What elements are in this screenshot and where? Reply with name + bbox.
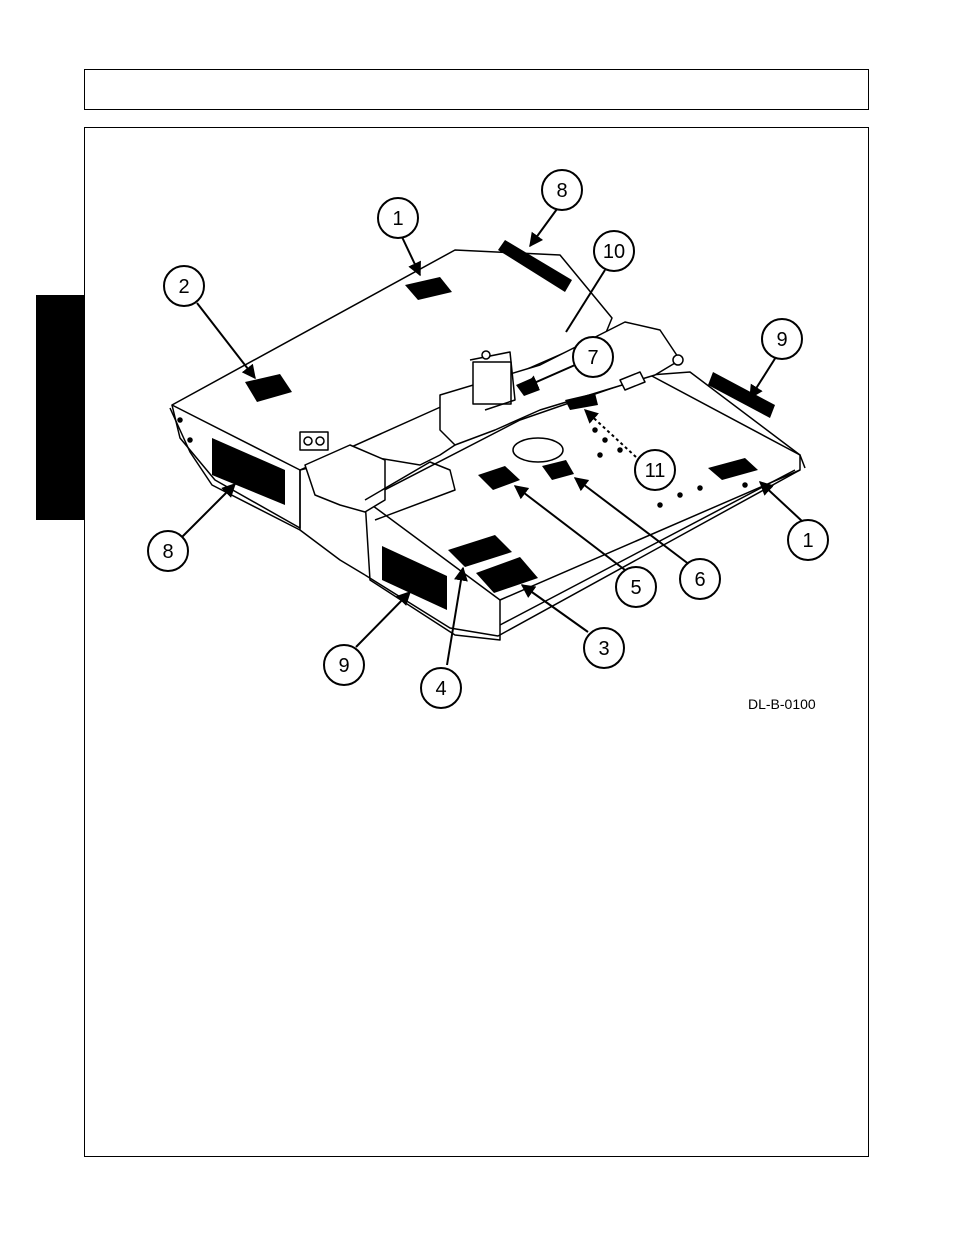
callout-1-top: 1	[378, 198, 418, 238]
svg-text:7: 7	[587, 347, 598, 369]
svg-text:6: 6	[694, 569, 705, 591]
callout-6: 6	[680, 559, 720, 599]
svg-text:3: 3	[598, 638, 609, 660]
svg-text:11: 11	[645, 460, 666, 482]
svg-text:9: 9	[776, 329, 787, 351]
svg-text:10: 10	[603, 241, 625, 263]
callout-11: 11	[635, 450, 675, 490]
figure-code-label: DL-B-0100	[748, 696, 816, 712]
callout-7: 7	[573, 337, 613, 377]
callout-9-top: 9	[762, 319, 802, 359]
svg-text:4: 4	[435, 678, 446, 700]
svg-text:8: 8	[162, 541, 173, 563]
svg-text:1: 1	[392, 208, 403, 230]
callout-5: 5	[616, 567, 656, 607]
svg-text:5: 5	[630, 577, 641, 599]
callout-8-top: 8	[542, 170, 582, 210]
callout-8-left: 8	[148, 531, 188, 571]
callout-9-bottom: 9	[324, 645, 364, 685]
callout-10: 10	[594, 231, 634, 271]
callout-4: 4	[421, 668, 461, 708]
callout-1-right: 1	[788, 520, 828, 560]
callout-3: 3	[584, 628, 624, 668]
svg-text:9: 9	[338, 655, 349, 677]
svg-text:1: 1	[802, 530, 813, 552]
callout-2: 2	[164, 266, 204, 306]
svg-text:2: 2	[178, 276, 189, 298]
svg-text:8: 8	[556, 180, 567, 202]
